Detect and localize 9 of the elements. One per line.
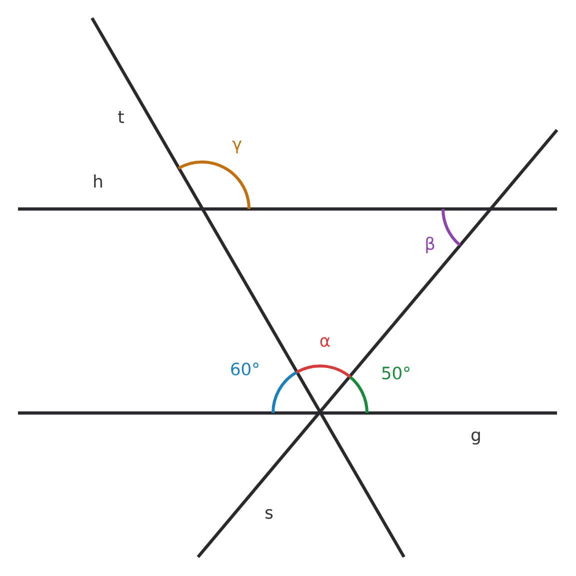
angle-label: 50° (382, 366, 410, 380)
angle-label: γ (232, 140, 242, 154)
line-label: h (94, 174, 102, 188)
line-label: g (472, 431, 480, 445)
angle-label: α (320, 337, 330, 347)
line-label: s (266, 509, 273, 519)
angle-label: 60° (231, 362, 258, 376)
line-label: t (118, 111, 124, 123)
angle-label: β (426, 236, 434, 254)
